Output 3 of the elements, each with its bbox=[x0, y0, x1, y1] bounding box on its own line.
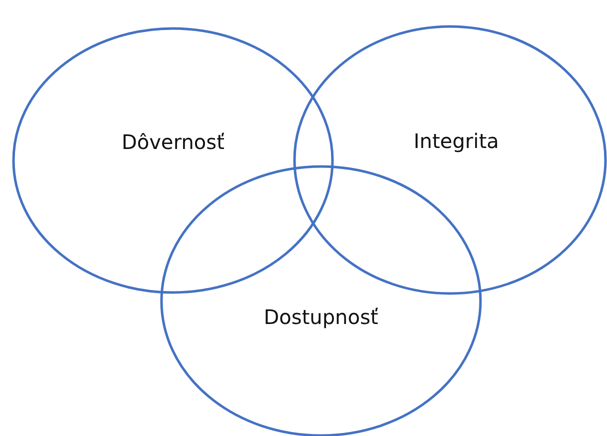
set-label: Dôvernosť bbox=[122, 130, 224, 154]
set-label: Dostupnosť bbox=[264, 305, 378, 330]
set-label: Integrita bbox=[414, 129, 499, 154]
